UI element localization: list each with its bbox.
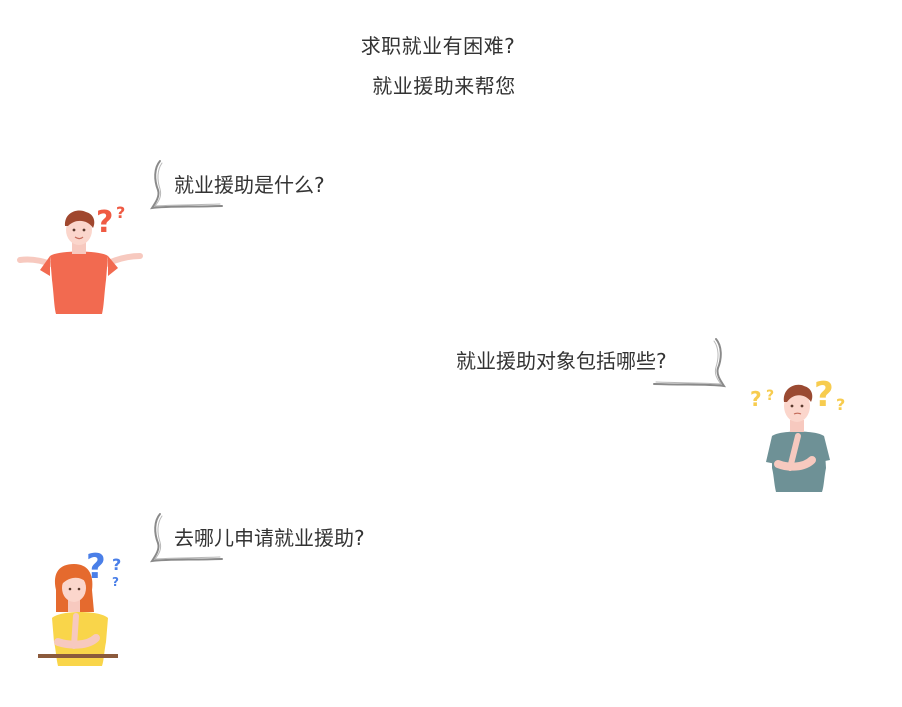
svg-text:?: ? [750,387,762,411]
headline-subtitle: 就业援助来帮您 [372,74,516,98]
headline-question: 求职就业有困难? [360,34,516,58]
svg-text:?: ? [814,375,834,415]
svg-text:?: ? [112,575,119,589]
question-eligible-groups: 就业援助对象包括哪些? [456,349,667,373]
shrugging-man-icon: ? ? [17,203,143,314]
speech-bracket-icon [149,513,223,563]
speech-bracket-icon [653,338,727,388]
svg-text:?: ? [766,388,774,404]
svg-text:?: ? [112,555,121,574]
thinking-woman-icon: ? ? ? [38,547,121,666]
svg-text:?: ? [96,205,113,240]
question-where-to-apply: 去哪儿申请就业援助? [174,526,365,550]
svg-text:?: ? [116,203,125,222]
thinking-man-icon: ? ? ? ? [750,375,845,492]
question-what-is-assistance: 就业援助是什么? [174,173,325,197]
svg-text:?: ? [836,395,845,414]
speech-bracket-icon [149,160,223,210]
